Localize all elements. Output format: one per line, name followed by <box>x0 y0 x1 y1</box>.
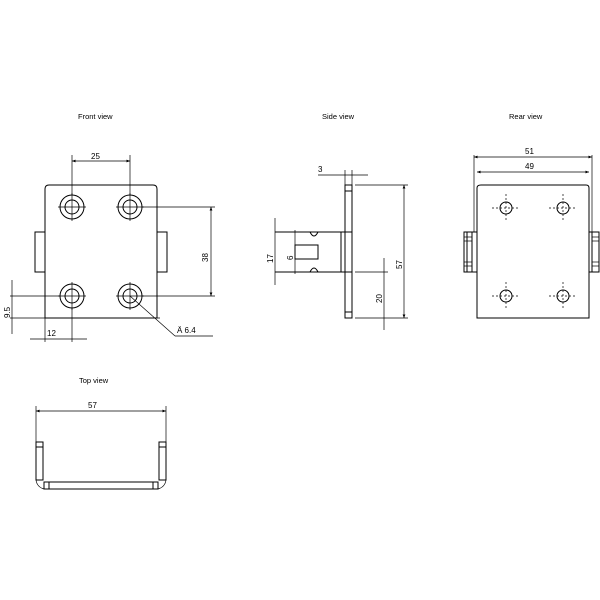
front-hole-bottom-left <box>58 282 86 310</box>
top-base-bar <box>43 481 159 490</box>
top-right-leg <box>158 441 167 481</box>
front-left-tab <box>34 231 46 273</box>
dim-plate-thickness: 3 <box>318 165 323 174</box>
front-view: Front view 25 38 <box>3 112 215 342</box>
rear-hole-top-left <box>492 194 520 222</box>
rear-hole-top-right <box>549 194 577 222</box>
rear-right-clip <box>588 231 600 273</box>
side-plate <box>344 184 353 319</box>
front-hole-top-right <box>116 193 144 221</box>
rear-left-clip <box>463 231 478 273</box>
dim-edge-to-hole-h: 12 <box>47 329 56 338</box>
rear-view: Rear view <box>463 112 600 319</box>
rear-view-title: Rear view <box>509 112 543 121</box>
dim-bottom-offset: 20 <box>375 294 384 303</box>
front-view-title: Front view <box>78 112 113 121</box>
dim-inner-width: 49 <box>525 162 534 171</box>
side-view-title: Side view <box>322 112 355 121</box>
dim-overall-height: 57 <box>395 260 404 269</box>
dim-edge-to-hole-v: 9.5 <box>3 306 12 318</box>
top-left-leg <box>35 441 44 481</box>
top-view: Top view 57 <box>35 376 167 490</box>
dim-stem-height: 17 <box>266 254 275 263</box>
side-stem <box>275 231 341 273</box>
side-stem-base <box>340 231 353 273</box>
rear-plate-outline <box>476 184 590 319</box>
side-slot <box>294 244 319 260</box>
side-view: Side view 3 17 6 57 20 <box>266 112 408 330</box>
top-view-title: Top view <box>79 376 109 385</box>
side-notches <box>309 231 319 273</box>
dim-outer-width: 51 <box>525 147 534 156</box>
rear-hole-bottom-left <box>492 282 520 310</box>
front-right-tab <box>156 231 168 273</box>
front-hole-top-left <box>58 193 86 221</box>
rear-hole-bottom-right <box>549 282 577 310</box>
dim-hole-diameter: Ä 6.4 <box>177 326 196 335</box>
dim-hole-spacing-v: 38 <box>201 253 210 262</box>
dim-slot-height: 6 <box>286 255 295 260</box>
dim-hole-spacing-h: 25 <box>91 152 100 161</box>
front-plate-outline <box>44 184 158 319</box>
dim-overall-width: 57 <box>88 401 97 410</box>
